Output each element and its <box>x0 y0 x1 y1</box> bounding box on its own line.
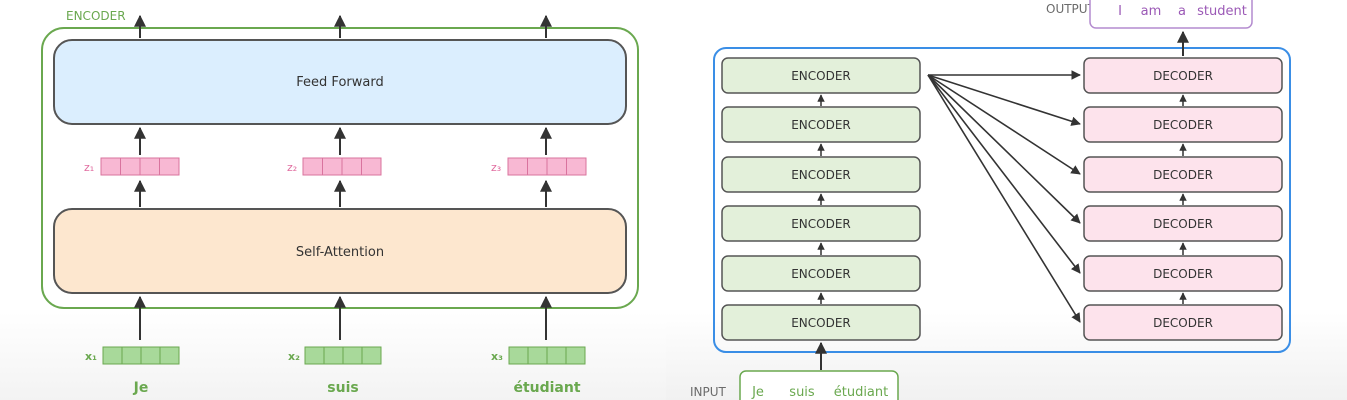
x3-label: x₃ <box>491 350 503 363</box>
self-attention-label: Self-Attention <box>296 245 384 260</box>
encoder-block <box>721 57 921 94</box>
encoder-block-label: ENCODER <box>791 118 851 132</box>
x2-label: x₂ <box>288 350 300 363</box>
input-box <box>739 370 899 400</box>
decoder-block <box>1083 57 1283 94</box>
encoder-to-decoder-arrows <box>927 70 1081 323</box>
decoder-block <box>1083 156 1283 193</box>
decoder-block-label: DECODER <box>1153 69 1213 83</box>
encoder-block-label: ENCODER <box>791 316 851 330</box>
output-word: I <box>1118 4 1122 19</box>
encoder-block-label: ENCODER <box>791 69 851 83</box>
encoder-block <box>721 156 921 193</box>
x2-vector <box>304 346 382 365</box>
attention-arrow <box>927 74 1081 323</box>
encoder-block-label: ENCODER <box>791 267 851 281</box>
decoder-block-label: DECODER <box>1153 217 1213 231</box>
feed-forward-label: Feed Forward <box>296 75 383 90</box>
output-word: student <box>1197 4 1247 19</box>
encoder-label: ENCODER <box>66 9 126 23</box>
input-word: étudiant <box>834 385 889 400</box>
decoder-block-label: DECODER <box>1153 168 1213 182</box>
x1-vector <box>102 346 180 365</box>
x3-vector <box>508 346 586 365</box>
encoder-block <box>721 106 921 143</box>
word-etudiant: étudiant <box>513 380 580 396</box>
encoder-block <box>721 205 921 242</box>
word-je: Je <box>133 380 149 396</box>
decoder-block-label: DECODER <box>1153 316 1213 330</box>
input-label: INPUT <box>690 385 727 399</box>
decoder-block-label: DECODER <box>1153 267 1213 281</box>
word-suis: suis <box>327 380 358 396</box>
encoder-block-label: ENCODER <box>791 217 851 231</box>
attention-arrow <box>927 74 1081 224</box>
transformer-stack-panel: OUTPUT I am a student ENCODER ENCODER EN… <box>666 0 1347 400</box>
encoder-detail-panel: ENCODER Feed Forward Self-Attention <box>0 0 666 400</box>
encoder-block-label: ENCODER <box>791 168 851 182</box>
z3-label: z₃ <box>491 161 501 174</box>
z1-vector <box>100 157 180 176</box>
output-word: am <box>1141 4 1162 19</box>
input-word: Je <box>751 385 764 400</box>
self-attention-box <box>53 208 627 294</box>
encoder-stack: ENCODER ENCODER ENCODER ENCODER ENCODER … <box>721 57 921 341</box>
x1-label: x₁ <box>85 350 97 363</box>
decoder-block-label: DECODER <box>1153 118 1213 132</box>
encoder-block <box>721 304 921 341</box>
attention-arrow <box>927 74 1081 274</box>
stack-outline <box>713 47 1291 353</box>
encoder-block <box>721 255 921 292</box>
input-word: suis <box>789 385 815 400</box>
decoder-stack: DECODER DECODER DECODER DECODER DECODER … <box>1083 57 1283 341</box>
decoder-block <box>1083 304 1283 341</box>
decoder-block <box>1083 255 1283 292</box>
attention-arrow <box>927 74 1081 126</box>
z2-label: z₂ <box>287 161 297 174</box>
transformer-stack-diagram: OUTPUT I am a student ENCODER ENCODER EN… <box>690 0 1291 400</box>
encoder-detail-diagram: ENCODER Feed Forward Self-Attention <box>41 9 639 396</box>
z2-vector <box>302 157 382 176</box>
output-box <box>1089 0 1253 29</box>
z3-vector <box>507 157 587 176</box>
decoder-block <box>1083 205 1283 242</box>
decoder-block <box>1083 106 1283 143</box>
z1-label: z₁ <box>84 161 94 174</box>
feed-forward-box <box>53 39 627 125</box>
attention-arrow <box>927 74 1081 175</box>
output-word: a <box>1178 4 1186 19</box>
output-label: OUTPUT <box>1046 2 1096 16</box>
